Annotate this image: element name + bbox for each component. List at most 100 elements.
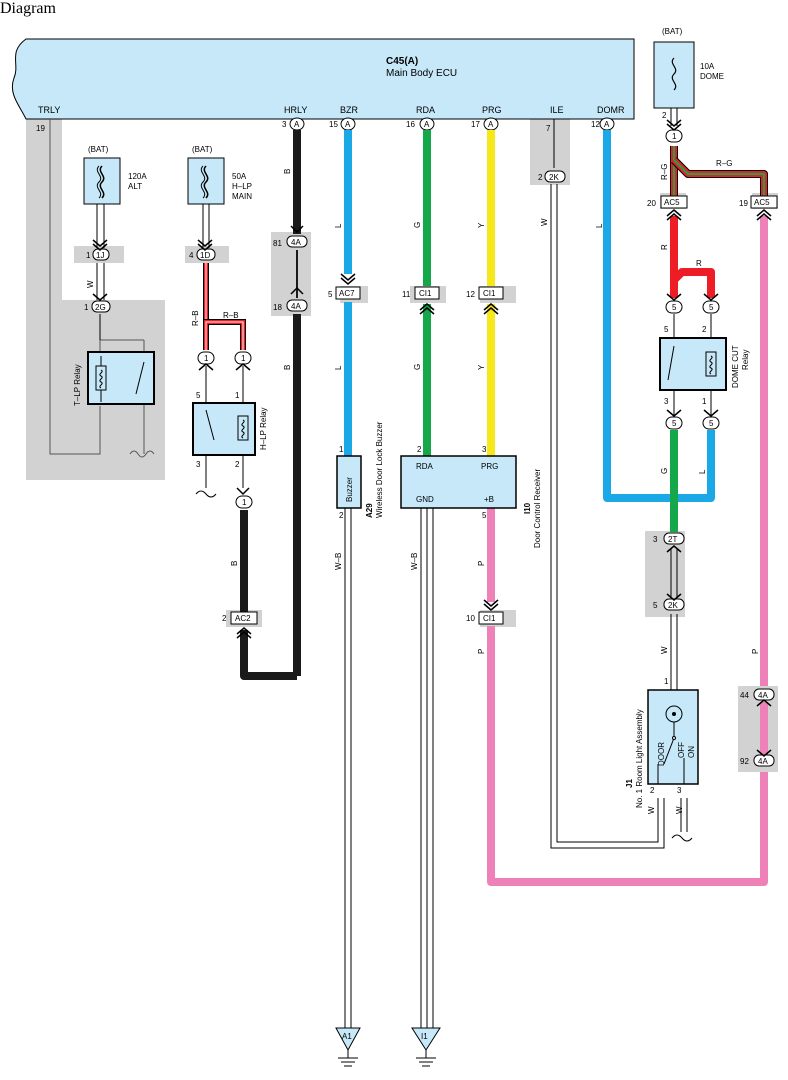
- svg-text:R–B: R–B: [191, 310, 200, 326]
- svg-text:+B: +B: [484, 495, 494, 504]
- relay-t-lp: T–LP Relay: [73, 351, 155, 406]
- svg-text:44: 44: [740, 691, 749, 700]
- svg-text:3: 3: [664, 397, 669, 406]
- room-light-j1: 1 DOOR OFF ON 2 3 J1 No. 1 Room Light As…: [625, 677, 699, 808]
- svg-text:R–G: R–G: [660, 164, 669, 180]
- svg-text:W: W: [660, 646, 669, 654]
- svg-text:A1: A1: [342, 1032, 352, 1041]
- svg-text:W–B: W–B: [410, 553, 419, 570]
- wire-hlp-rb: [202, 204, 246, 350]
- fuse-hlp-main: (BAT) 50A H–LP MAIN: [187, 145, 252, 205]
- svg-text:ALT: ALT: [128, 182, 142, 191]
- conn-a-domr: A: [599, 117, 615, 131]
- svg-text:GND: GND: [416, 495, 434, 504]
- svg-text:3: 3: [653, 535, 658, 544]
- svg-text:4A: 4A: [291, 302, 301, 311]
- svg-text:1J: 1J: [96, 251, 104, 260]
- relay-h-lp: 5 1 3 2 H–LP Relay: [192, 391, 268, 469]
- svg-text:B: B: [283, 169, 292, 174]
- svg-text:1D: 1D: [200, 251, 210, 260]
- svg-text:4A: 4A: [758, 691, 768, 700]
- svg-text:1: 1: [86, 251, 91, 260]
- svg-text:11: 11: [402, 290, 411, 299]
- svg-text:4: 4: [189, 251, 194, 260]
- svg-text:L: L: [334, 365, 343, 370]
- conn-a-hrly: A: [289, 117, 305, 131]
- svg-text:1: 1: [702, 397, 707, 406]
- svg-text:CI1: CI1: [483, 289, 496, 298]
- svg-text:AC5: AC5: [754, 198, 770, 207]
- trly-num: 19: [36, 124, 45, 133]
- svg-text:12: 12: [466, 290, 475, 299]
- wire-ile-w: [550, 119, 665, 849]
- svg-text:5: 5: [709, 419, 714, 428]
- svg-text:5: 5: [196, 391, 201, 400]
- svg-text:2: 2: [702, 325, 707, 334]
- svg-text:W: W: [86, 280, 95, 288]
- svg-text:Buzzer: Buzzer: [345, 477, 354, 502]
- svg-text:2: 2: [650, 786, 655, 795]
- svg-text:5: 5: [653, 601, 658, 610]
- svg-text:W: W: [647, 806, 656, 814]
- pin-domr: DOMR: [597, 105, 625, 115]
- svg-text:(BAT): (BAT): [88, 145, 109, 154]
- pin-ile: ILE: [550, 105, 564, 115]
- pin-rda: RDA: [416, 105, 435, 115]
- ile-num: 7: [546, 124, 551, 133]
- svg-text:1: 1: [84, 303, 89, 312]
- svg-text:4A: 4A: [291, 238, 301, 247]
- svg-text:PRG: PRG: [481, 462, 498, 471]
- wire-pink-p: [487, 216, 768, 886]
- svg-text:120A: 120A: [128, 172, 147, 181]
- svg-text:3: 3: [196, 460, 201, 469]
- svg-text:R: R: [660, 244, 669, 250]
- svg-text:A: A: [488, 120, 494, 129]
- buzzer-a29: 1 Buzzer 2 A29 Wireless Door Lock Buzzer: [336, 421, 384, 520]
- svg-text:A: A: [294, 120, 300, 129]
- svg-text:5: 5: [672, 303, 677, 312]
- svg-text:2K: 2K: [549, 173, 559, 182]
- svg-text:W: W: [540, 218, 549, 226]
- svg-text:Door Control Receiver: Door Control Receiver: [533, 469, 542, 548]
- svg-text:I10: I10: [523, 502, 532, 514]
- svg-text:5: 5: [328, 290, 333, 299]
- svg-text:AC5: AC5: [664, 198, 680, 207]
- svg-text:50A: 50A: [232, 172, 247, 181]
- svg-text:P: P: [751, 649, 760, 654]
- wire-hlp-thin: [195, 366, 244, 498]
- svg-text:1: 1: [235, 391, 240, 400]
- svg-text:3: 3: [482, 445, 487, 454]
- chevrons: [92, 119, 772, 757]
- svg-text:1: 1: [672, 132, 677, 141]
- svg-text:L: L: [334, 223, 343, 228]
- svg-text:20: 20: [647, 199, 656, 208]
- svg-text:(BAT): (BAT): [662, 27, 683, 36]
- svg-text:18: 18: [273, 303, 282, 312]
- svg-text:A29: A29: [365, 503, 374, 518]
- bzr-num: 15: [329, 120, 338, 129]
- svg-text:92: 92: [740, 757, 749, 766]
- svg-text:L: L: [595, 223, 604, 228]
- svg-text:A: A: [345, 120, 351, 129]
- wire-alt-w: [96, 204, 105, 340]
- svg-text:1: 1: [241, 354, 246, 363]
- svg-text:RDA: RDA: [416, 462, 434, 471]
- pin-prg: PRG: [482, 105, 502, 115]
- svg-text:Y: Y: [477, 364, 486, 370]
- svg-text:DOME: DOME: [700, 72, 724, 81]
- svg-text:DOOR: DOOR: [657, 742, 666, 766]
- svg-text:19: 19: [739, 199, 748, 208]
- svg-text:1: 1: [204, 354, 209, 363]
- svg-text:OFF: OFF: [677, 742, 686, 758]
- receiver-i10: 2 3 RDA PRG GND +B 5 I10 Door Control Re…: [400, 445, 542, 548]
- wire-red-r: [670, 216, 715, 298]
- domr-num: 12: [591, 120, 600, 129]
- svg-text:P: P: [477, 561, 486, 566]
- svg-text:H–LP Relay: H–LP Relay: [259, 407, 268, 450]
- svg-text:R–G: R–G: [716, 159, 732, 168]
- conn-a-rda: A: [419, 117, 435, 131]
- svg-text:3: 3: [677, 786, 682, 795]
- svg-text:4A: 4A: [758, 757, 768, 766]
- svg-text:J1: J1: [625, 779, 634, 788]
- svg-text:2G: 2G: [95, 303, 106, 312]
